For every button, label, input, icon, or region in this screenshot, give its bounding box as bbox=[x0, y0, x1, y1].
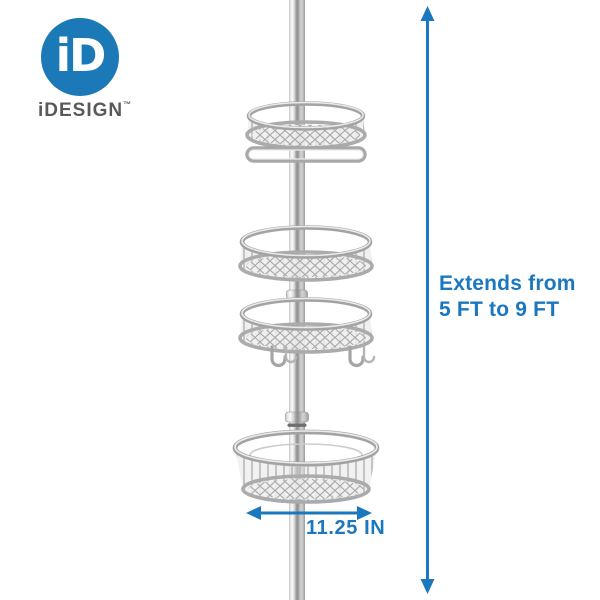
shelf-basket-2 bbox=[238, 225, 374, 282]
towel-bar bbox=[245, 146, 367, 163]
vertical-dimension-label: Extends from 5 FT to 9 FT bbox=[439, 271, 576, 323]
vertical-dimension-line2: 5 FT to 9 FT bbox=[439, 298, 560, 321]
logo-monogram: iD bbox=[55, 28, 107, 82]
shelf-basket-1 bbox=[245, 101, 367, 163]
pole-collar-lower bbox=[285, 411, 309, 423]
pole-joint-ring bbox=[287, 423, 307, 427]
vertical-dimension-arrow bbox=[420, 6, 435, 594]
horizontal-dimension-label: 11.25 IN bbox=[306, 517, 386, 539]
hook-left bbox=[270, 345, 287, 368]
horizontal-dimension-arrow bbox=[246, 506, 372, 520]
hook-right-prong bbox=[362, 345, 376, 364]
shelf-basket-3 bbox=[238, 297, 376, 368]
hook-left-prong bbox=[284, 345, 298, 364]
brand-name: iDESIGN™ bbox=[38, 100, 168, 122]
brand-name-text: iDESIGN bbox=[38, 100, 124, 121]
hook-right bbox=[348, 345, 365, 368]
shelf-basket-4 bbox=[232, 429, 380, 504]
idesign-logo: iD iDESIGN™ bbox=[38, 18, 168, 122]
trademark-symbol: ™ bbox=[123, 100, 132, 109]
vertical-dimension-line1: Extends from bbox=[439, 272, 576, 295]
logo-circle: iD bbox=[41, 18, 119, 96]
